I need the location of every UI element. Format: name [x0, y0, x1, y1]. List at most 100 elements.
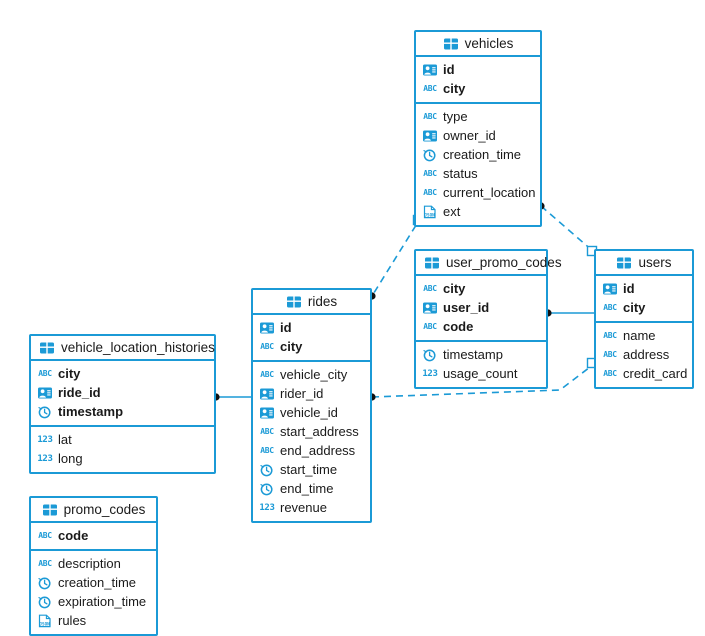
field-label: city [280, 339, 303, 354]
field-row[interactable]: timestamp [416, 345, 546, 364]
abc-icon: ABC [423, 284, 437, 293]
relationship-user_promo_codes-to-users[interactable] [544, 309, 594, 317]
field-label: ext [443, 204, 461, 219]
number-icon: 123 [422, 368, 438, 379]
field-row[interactable]: creation_time [31, 573, 156, 592]
primary-key-icon [422, 129, 438, 143]
primary-key-icon [259, 321, 275, 335]
field-row[interactable]: creation_time [416, 145, 540, 164]
entity-name: users [638, 255, 672, 270]
field-row[interactable]: ride_id [31, 383, 214, 402]
entity-header[interactable]: vehicle_location_histories [31, 336, 215, 361]
abc-icon: ABC [423, 322, 437, 331]
primary-key-icon [602, 282, 618, 296]
field-row[interactable]: end_time [253, 479, 370, 498]
field-row[interactable]: owner_id [416, 126, 540, 145]
entity-name: rides [307, 294, 338, 309]
table-icon [424, 256, 440, 270]
entity-header[interactable]: vehicles [416, 32, 540, 57]
field-label: address [623, 347, 670, 362]
entity-name: vehicle_location_histories [61, 340, 215, 355]
clock-icon [422, 148, 438, 162]
entity-name: vehicles [464, 36, 514, 51]
table-icon [443, 37, 459, 51]
relationship-vehicle_location_histories-to-rides[interactable] [212, 393, 251, 401]
entity-header[interactable]: user_promo_codes [416, 251, 562, 276]
entity-name: promo_codes [63, 502, 146, 517]
field-label: ride_id [58, 385, 101, 400]
field-label: id [280, 320, 292, 335]
field-row[interactable]: ABC credit_card [596, 364, 692, 383]
field-label: id [623, 281, 635, 296]
abc-icon: ABC [38, 369, 52, 378]
field-label: code [58, 528, 89, 543]
table-icon [42, 503, 58, 517]
abc-icon: ABC [260, 427, 274, 436]
field-row[interactable]: start_time [253, 460, 370, 479]
field-row[interactable]: expiration_time [31, 592, 156, 611]
entity-header[interactable]: promo_codes [31, 498, 156, 523]
json-icon: JSON [37, 614, 53, 628]
field-label: type [443, 109, 468, 124]
field-row[interactable]: id [253, 318, 370, 337]
abc-icon: ABC [603, 369, 617, 378]
field-label: creation_time [58, 575, 137, 590]
field-label: vehicle_id [280, 405, 338, 420]
relationship-vehicles-to-users[interactable] [537, 202, 598, 257]
abc-icon: ABC [38, 559, 52, 568]
clock-icon [37, 576, 53, 590]
table-icon [616, 256, 632, 270]
primary-key-icon [259, 406, 275, 420]
entity-header[interactable]: rides [253, 290, 370, 315]
abc-icon: ABC [423, 84, 437, 93]
number-icon: 123 [37, 453, 53, 464]
field-label: vehicle_city [280, 367, 348, 382]
field-row[interactable]: rider_id [253, 384, 370, 403]
json-icon: JSON [422, 205, 438, 219]
field-row[interactable]: JSON ext [416, 202, 540, 221]
primary-key-icon [259, 387, 275, 401]
field-row[interactable]: user_id [416, 298, 546, 317]
field-label: credit_card [623, 366, 688, 381]
field-row[interactable]: id [596, 279, 692, 298]
field-row[interactable]: timestamp [31, 402, 214, 421]
entity-header[interactable]: users [596, 251, 692, 276]
field-label: user_id [443, 300, 490, 315]
clock-icon [422, 348, 438, 362]
abc-icon: ABC [423, 188, 437, 197]
field-label: status [443, 166, 478, 181]
field-row[interactable]: id [416, 60, 540, 79]
field-label: end_time [280, 481, 334, 496]
field-row[interactable]: vehicle_id [253, 403, 370, 422]
field-label: end_address [280, 443, 356, 458]
